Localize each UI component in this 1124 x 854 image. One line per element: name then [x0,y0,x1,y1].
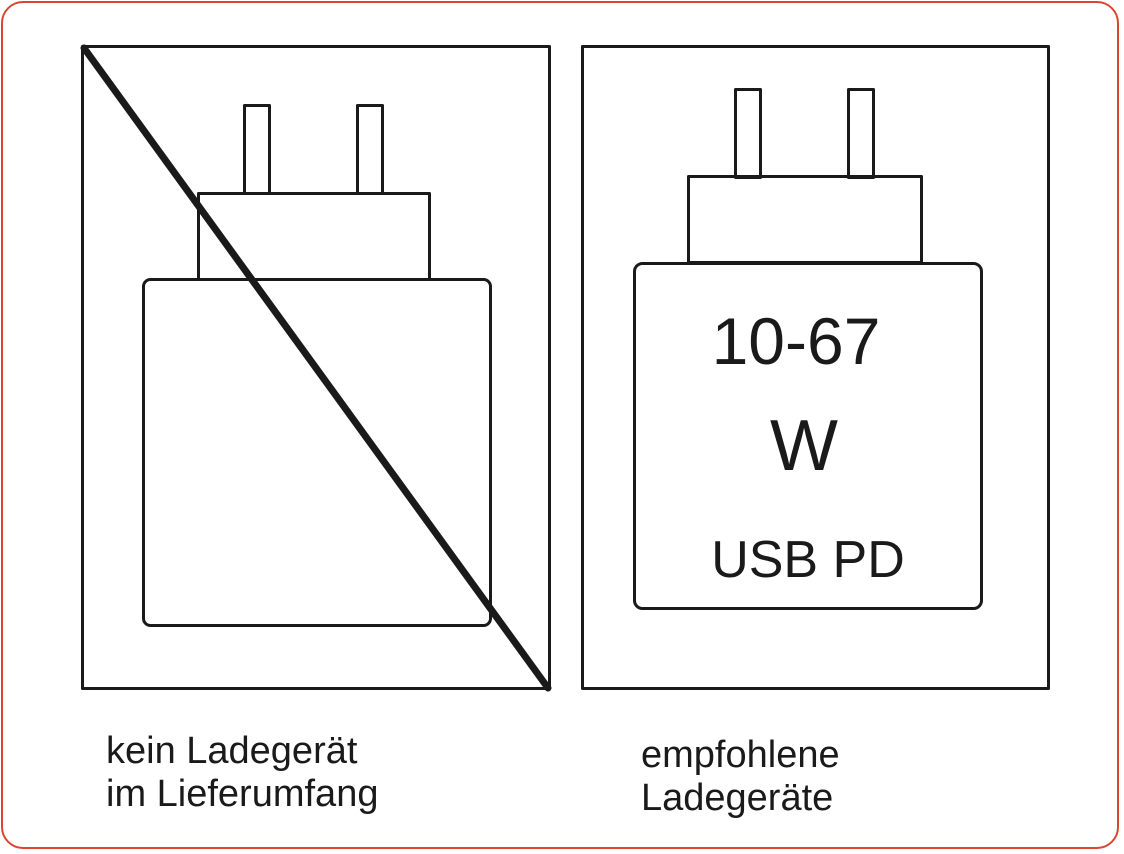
no-charger-caption: kein Ladegerät im Lieferumfang [106,730,378,816]
no-charger-caption-line1: kein Ladegerät [106,730,358,772]
right-charger-body [633,262,983,610]
right-panel-frame [581,45,1050,690]
left-plug-neck [197,192,431,281]
recommended-charger-caption: empfohlene Ladegeräte [641,734,840,820]
right-plug-neck [687,175,923,264]
no-charger-panel [80,44,552,692]
recommended-charger-caption-line1: empfohlene [641,734,840,776]
no-charger-caption-line2: im Lieferumfang [106,773,379,815]
left-plug-pin-right [356,104,384,195]
left-plug-pin-left [243,104,271,195]
recommended-charger-caption-line2: Ladegeräte [641,777,834,819]
power-range-text: 10-67 [712,304,881,378]
charger-icon [633,88,983,610]
charger-crossed-out-icon [142,104,492,627]
strike-through-line [80,44,552,692]
usb-pd-text: USB PD [711,531,905,589]
left-panel-frame [81,45,551,690]
recommended-charger-panel [581,45,1050,690]
right-plug-pin-right [847,88,875,179]
power-unit-text: W [770,406,838,486]
left-charger-body [142,278,492,627]
right-plug-pin-left [734,88,762,179]
